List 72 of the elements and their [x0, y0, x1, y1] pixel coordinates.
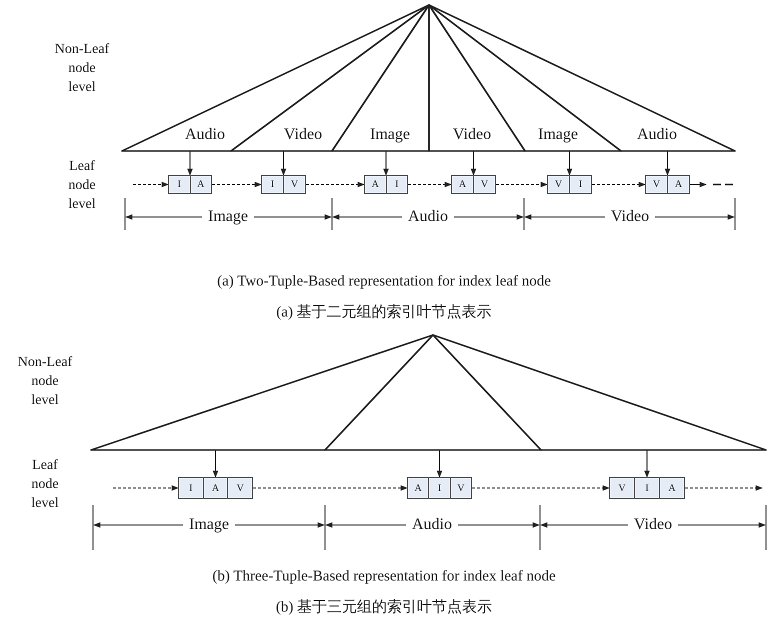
caption: (a) Two-Tuple-Based representation for index leaf node	[217, 274, 551, 290]
arrow	[187, 151, 193, 176]
media-code: I	[634, 478, 659, 498]
media-code: A	[370, 178, 380, 192]
media-type-label: Video	[452, 127, 492, 143]
tree-wedge	[91, 335, 433, 450]
media-code: A	[458, 178, 468, 192]
arrow	[470, 151, 476, 176]
media-type-label: Video	[284, 127, 322, 143]
leaf-node-box	[407, 477, 472, 499]
arrow	[253, 485, 408, 491]
tree-wedge	[325, 335, 541, 450]
dimension-label: Image	[183, 516, 235, 534]
arrow	[566, 151, 572, 176]
media-code: V	[450, 478, 471, 498]
arrow	[408, 182, 452, 188]
leaf-node-box	[645, 175, 690, 194]
arrow	[436, 450, 442, 478]
tree-wedge	[122, 5, 429, 151]
leaf-node-box	[609, 477, 685, 499]
arrow	[306, 182, 365, 188]
arrow	[644, 450, 650, 478]
dimension-label: Image	[202, 208, 254, 226]
leaf-node-box	[178, 477, 253, 499]
media-code: I	[386, 176, 407, 193]
tree-wedge	[433, 335, 766, 450]
arrow	[133, 182, 169, 188]
arrow	[383, 151, 389, 176]
arrow	[212, 182, 262, 188]
arrow	[212, 450, 218, 478]
tree-wedge	[332, 5, 429, 151]
media-type-label: Audio	[185, 127, 225, 143]
level-label: Leaf node level	[67, 158, 97, 214]
level-label: Non-Leaf node level	[54, 41, 110, 97]
media-code: V	[227, 478, 252, 498]
media-code: V	[554, 178, 564, 192]
media-code: A	[202, 478, 228, 498]
media-code: I	[428, 478, 450, 498]
caption: (b) 基于三元组的索引叶节点表示	[276, 598, 492, 616]
media-code: A	[667, 176, 689, 193]
media-code: V	[473, 176, 495, 193]
arrow	[592, 182, 646, 188]
leaf-node-box	[168, 175, 212, 194]
arrow	[472, 485, 610, 491]
arrow	[280, 151, 286, 176]
media-code: A	[659, 478, 684, 498]
media-code: A	[414, 482, 423, 496]
media-code: V	[617, 482, 627, 496]
media-code: I	[270, 178, 276, 192]
level-label: Leaf node level	[30, 457, 60, 513]
arrow	[664, 151, 670, 176]
media-code: V	[652, 178, 662, 192]
media-type-label: Image	[538, 127, 578, 143]
media-code: I	[569, 176, 591, 193]
arrow	[685, 485, 763, 491]
leaf-node-box	[261, 175, 306, 194]
leaf-node-box	[451, 175, 496, 194]
media-type-label: Audio	[637, 127, 677, 143]
caption: (b) Three-Tuple-Based representation for index leaf node	[212, 568, 556, 586]
media-code: V	[283, 176, 305, 193]
media-code: A	[190, 176, 211, 193]
leaf-node-box	[364, 175, 408, 194]
media-type-label: Image	[370, 127, 410, 143]
leaf-node-box	[547, 175, 592, 194]
arrow	[113, 485, 179, 491]
tree-wedge	[429, 5, 735, 151]
arrow	[690, 182, 707, 188]
level-label: Non-Leaf node level	[17, 354, 73, 410]
arrow	[496, 182, 548, 188]
media-code: I	[188, 482, 194, 496]
media-code: I	[176, 178, 182, 192]
caption: (a) 基于二元组的索引叶节点表示	[276, 303, 492, 322]
